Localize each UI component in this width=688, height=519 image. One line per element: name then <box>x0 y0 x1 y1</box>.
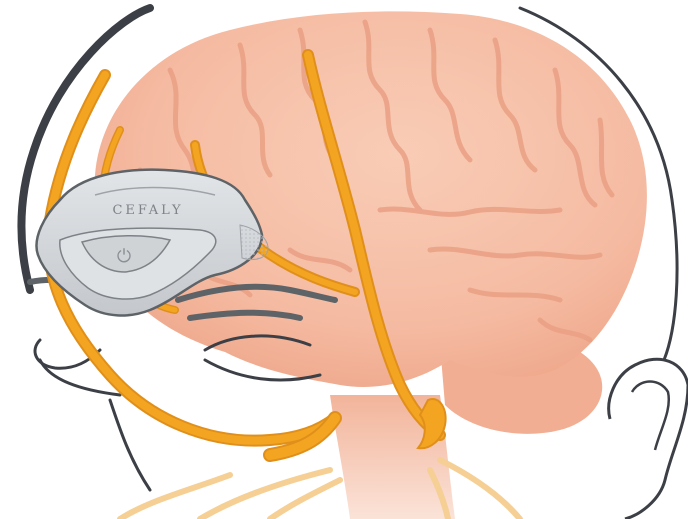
lower-nerves <box>120 460 520 519</box>
power-icon: ⏻ <box>117 246 131 267</box>
device-brand-label: CEFALY <box>112 203 183 218</box>
ear <box>609 359 688 519</box>
